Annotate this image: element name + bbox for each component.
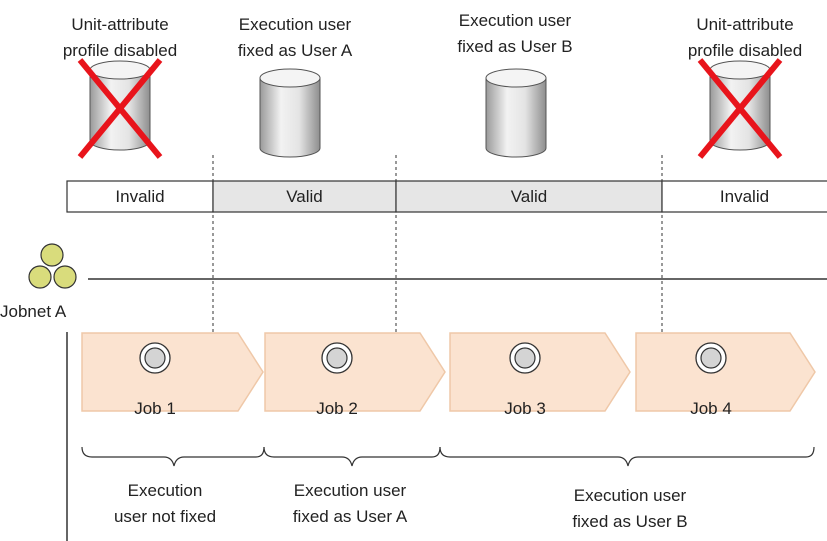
group-label-line: user not fixed bbox=[113, 507, 217, 526]
profile-label-line: fixed as User B bbox=[457, 37, 573, 56]
group-label-line: Execution user bbox=[573, 486, 687, 505]
validity-cell-2: Valid bbox=[286, 187, 323, 206]
profile-label-1: Unit-attribute profile disabled bbox=[40, 12, 200, 64]
group-label-1: Execution user not fixed bbox=[85, 478, 245, 530]
profile-label-line: Unit-attribute bbox=[696, 15, 794, 34]
job-arrow-4 bbox=[635, 332, 816, 412]
profile-label-line: profile disabled bbox=[687, 41, 803, 60]
job-icon bbox=[695, 342, 727, 374]
job-arrow-1 bbox=[81, 332, 264, 412]
group-label-line: fixed as User A bbox=[292, 507, 408, 526]
job-icon bbox=[321, 342, 353, 374]
job-arrow-3 bbox=[449, 332, 631, 412]
disabled-cross-icon bbox=[697, 58, 783, 159]
group-label-line: Execution user bbox=[293, 481, 407, 500]
profile-label-line: Execution user bbox=[458, 11, 572, 30]
profile-label-line: profile disabled bbox=[62, 41, 178, 60]
job-label-2: Job 2 bbox=[316, 399, 358, 418]
group-label-line: Execution bbox=[127, 481, 203, 500]
group-label-2: Execution user fixed as User A bbox=[270, 478, 430, 530]
profile-cylinder-2 bbox=[259, 68, 321, 158]
job-label-4: Job 4 bbox=[690, 399, 732, 418]
group-label-line: fixed as User B bbox=[572, 512, 688, 531]
jobnet-icon bbox=[28, 243, 77, 289]
profile-label-line: Execution user bbox=[238, 15, 352, 34]
profile-label-2: Execution user fixed as User A bbox=[220, 12, 370, 64]
profile-label-line: Unit-attribute bbox=[71, 15, 169, 34]
profile-label-line: fixed as User A bbox=[237, 41, 353, 60]
validity-cell-1: Invalid bbox=[115, 187, 165, 206]
job-icon bbox=[139, 342, 171, 374]
profile-cylinder-3 bbox=[485, 68, 547, 158]
job-label-1: Job 1 bbox=[134, 399, 176, 418]
brace-group-2 bbox=[263, 446, 441, 467]
job-icon bbox=[509, 342, 541, 374]
profile-label-3: Execution user fixed as User B bbox=[440, 8, 590, 60]
validity-cell-3: Valid bbox=[510, 187, 548, 206]
profile-label-4: Unit-attribute profile disabled bbox=[665, 12, 825, 64]
validity-cell-4: Invalid bbox=[719, 187, 770, 206]
validity-bar bbox=[66, 180, 827, 213]
job-arrow-2 bbox=[264, 332, 446, 412]
job-label-3: Job 3 bbox=[504, 399, 546, 418]
brace-group-3 bbox=[439, 446, 815, 467]
jobnet-label: Jobnet A bbox=[0, 302, 67, 321]
group-label-3: Execution user fixed as User B bbox=[550, 483, 710, 535]
brace-group-1 bbox=[81, 446, 265, 467]
disabled-cross-icon bbox=[77, 58, 163, 159]
